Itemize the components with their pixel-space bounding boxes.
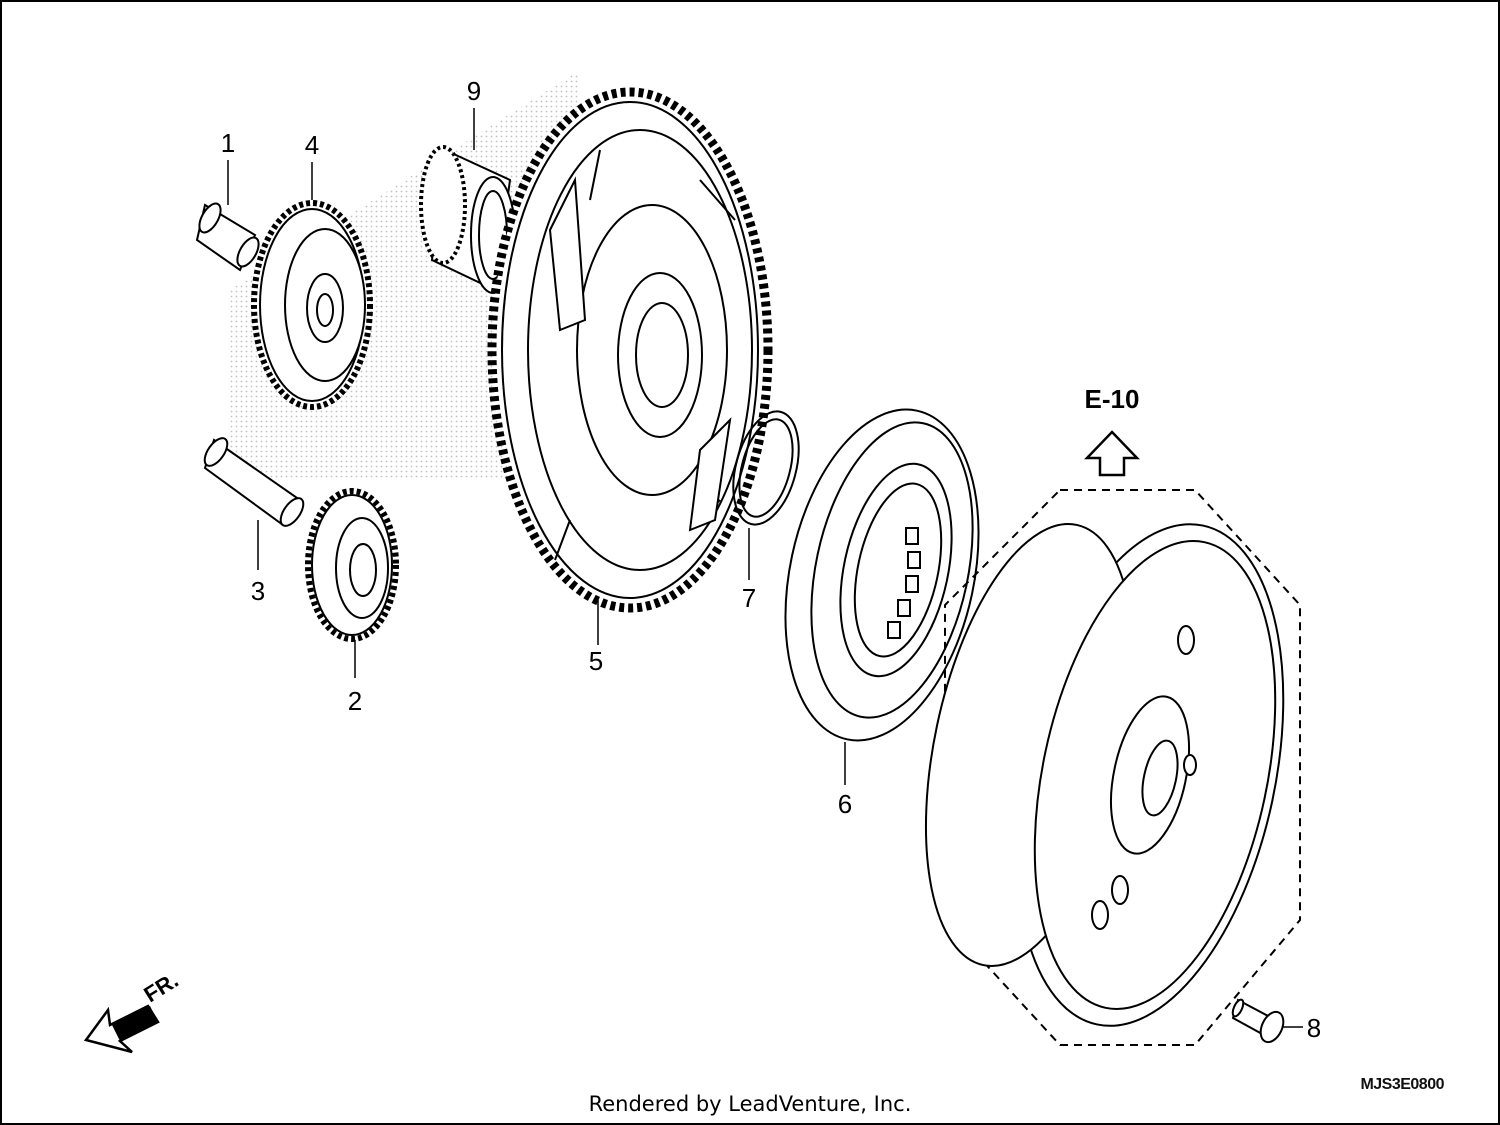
part-2-gear[interactable] bbox=[305, 488, 399, 642]
callout-7: 7 bbox=[742, 583, 756, 613]
front-arrow bbox=[83, 1004, 160, 1054]
callout-8: 8 bbox=[1307, 1013, 1321, 1043]
part-8-bolt[interactable] bbox=[1231, 998, 1288, 1046]
front-label: FR. bbox=[139, 967, 182, 1007]
part-3-pin[interactable] bbox=[200, 434, 307, 529]
callout-9: 9 bbox=[467, 76, 481, 106]
callout-4: 4 bbox=[305, 130, 319, 160]
callout-1: 1 bbox=[221, 128, 235, 158]
part-6-one-way-clutch[interactable] bbox=[757, 392, 1007, 759]
callout-2: 2 bbox=[348, 686, 362, 716]
reference-label: E-10 bbox=[1085, 384, 1140, 414]
diagram-code: MJS3E0800 bbox=[1360, 1076, 1444, 1093]
callout-3: 3 bbox=[251, 576, 265, 606]
part-1-pin[interactable] bbox=[195, 200, 263, 272]
part-4-gear[interactable] bbox=[251, 200, 373, 410]
flywheel-reference bbox=[924, 489, 1301, 1046]
callout-6: 6 bbox=[838, 789, 852, 819]
render-credit: Rendered by LeadVenture, Inc. bbox=[588, 1092, 912, 1116]
reference-arrow bbox=[1084, 430, 1140, 477]
leader-lines bbox=[227, 108, 1303, 1028]
part-9-needle-bearing[interactable] bbox=[419, 145, 516, 294]
part-5-starter-driven-gear[interactable] bbox=[487, 87, 773, 613]
part-7-ring[interactable] bbox=[722, 404, 810, 532]
callout-5: 5 bbox=[589, 646, 603, 676]
